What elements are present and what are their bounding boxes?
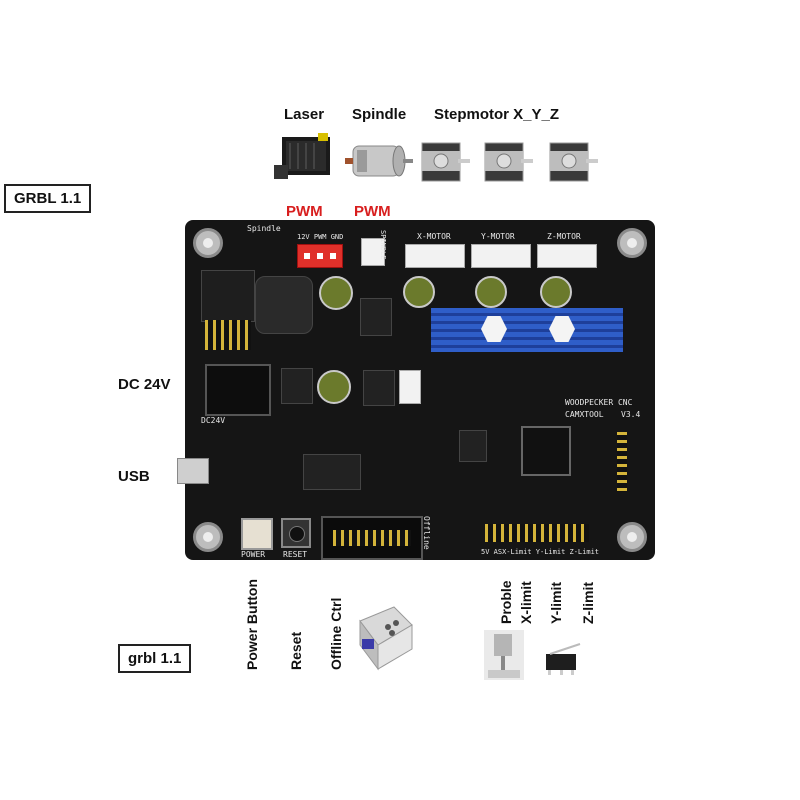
silk-z-motor: Z-MOTOR <box>547 232 581 241</box>
probe-image <box>484 630 524 680</box>
icsp-header <box>617 432 627 492</box>
silk-pwm-gnd: 12V PWM GND <box>297 233 344 241</box>
spindle-label: Spindle <box>352 106 407 123</box>
grbl-version-label-bottom: grbl 1.1 <box>118 644 192 673</box>
power-button-label: Power Button <box>244 579 260 670</box>
spindle-pwm-label: PWM <box>354 203 391 220</box>
silk-limits: 5V ASX-Limit Y-Limit Z-Limit <box>481 548 600 556</box>
stepper-motor-z-image <box>548 137 600 187</box>
x-limit-label: X-limit <box>518 581 534 624</box>
silk-dc24v: DC24V <box>201 416 226 425</box>
mosfet-chip <box>281 368 313 404</box>
limit-switch-image <box>540 640 584 676</box>
dc-jack[interactable] <box>205 364 271 416</box>
fan-connector[interactable] <box>399 370 421 404</box>
driver-heatsink <box>431 308 623 352</box>
silk-spindle: Spindle <box>247 224 281 233</box>
power-inductor <box>255 276 313 334</box>
mounting-hole-icon <box>617 522 647 552</box>
silk-offline: Offline <box>422 516 431 550</box>
spindle-connector[interactable] <box>361 238 385 266</box>
usb-port[interactable] <box>177 458 209 484</box>
capacitor <box>319 276 353 310</box>
offline-controller-image <box>354 605 416 673</box>
laser-pwm-label: PWM <box>286 203 323 220</box>
mounting-hole-icon <box>193 228 223 258</box>
stepper-motor-x-image <box>420 137 470 187</box>
mounting-hole-icon <box>617 228 647 258</box>
silk-brand-camxtool: CAMXTOOL <box>565 410 604 419</box>
voltage-regulator-chip <box>201 270 255 322</box>
power-switch[interactable] <box>241 518 273 550</box>
limit-switch-header[interactable] <box>485 524 589 542</box>
capacitor <box>475 276 507 308</box>
spindle-motor-image <box>345 138 413 186</box>
capacitor <box>317 370 351 404</box>
z-motor-connector[interactable] <box>537 244 597 268</box>
silk-power: POWER <box>241 550 266 559</box>
z-limit-label: Z-limit <box>580 582 596 624</box>
mosfet-chip <box>360 298 392 336</box>
laser-connector[interactable] <box>297 244 343 268</box>
stepper-motor-y-image <box>483 137 533 187</box>
offline-header[interactable] <box>321 516 423 560</box>
capacitor <box>403 276 435 308</box>
small-chip <box>459 430 487 462</box>
proble-label: Proble <box>498 580 514 624</box>
usb-serial-chip <box>303 454 361 490</box>
regulator-pins <box>205 320 251 350</box>
capacitor <box>540 276 572 308</box>
dc-24v-label: DC 24V <box>118 376 171 393</box>
silk-y-motor: Y-MOTOR <box>481 232 515 241</box>
stepmotor-label: Stepmotor X_Y_Z <box>434 106 560 123</box>
microcontroller-chip <box>521 426 571 476</box>
laser-module-image <box>272 133 336 185</box>
silk-version: V3.4 <box>621 410 641 419</box>
y-limit-label: Y-limit <box>548 581 564 624</box>
mosfet-chip <box>363 370 395 406</box>
reset-label: Reset <box>288 631 304 670</box>
offline-ctrl-label: Offline Ctrl <box>328 597 344 670</box>
laser-label: Laser <box>284 106 325 123</box>
controller-board: Spindle 12V PWM GND SPINDLE X-MOTOR Y-MO… <box>177 220 655 560</box>
x-motor-connector[interactable] <box>405 244 465 268</box>
reset-button[interactable] <box>281 518 311 548</box>
silk-reset: RESET <box>283 550 308 559</box>
usb-label: USB <box>118 468 150 485</box>
silk-spindle-vert: SPINDLE <box>379 230 387 260</box>
silk-x-motor: X-MOTOR <box>417 232 451 241</box>
silk-brand-woodpecker: WOODPECKER CNC <box>565 398 633 407</box>
mounting-hole-icon <box>193 522 223 552</box>
y-motor-connector[interactable] <box>471 244 531 268</box>
grbl-version-label-top: GRBL 1.1 <box>4 184 92 213</box>
